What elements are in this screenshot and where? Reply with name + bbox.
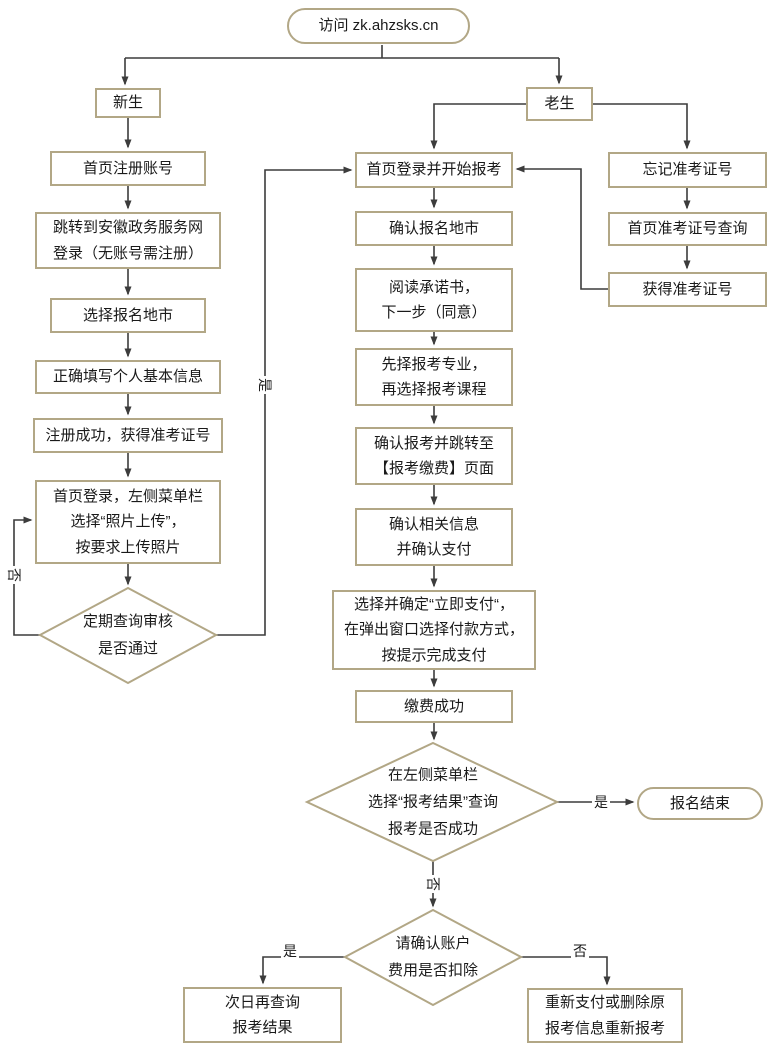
node-choose-major: 先择报考专业， 再选择报考课程 bbox=[355, 348, 513, 406]
edge-fee-yes-queryday bbox=[259, 956, 345, 985]
node-register-success: 注册成功，获得准考证号 bbox=[33, 418, 223, 453]
label-no-review: 否 bbox=[4, 566, 24, 584]
node-upload-photo: 首页登录，左侧菜单栏 选择“照片上传”， 按要求上传照片 bbox=[35, 480, 221, 564]
decision-review-text: 定期查询审核 是否通过 bbox=[82, 613, 173, 657]
decision-result-text: 在左侧菜单栏 选择“报考结果”查询 报考是否成功 bbox=[368, 766, 498, 838]
node-start-terminator: 访问 zk.ahzsks.cn bbox=[287, 8, 470, 44]
node-confirm-pay-page: 确认报考并跳转至 【报考缴费】页面 bbox=[355, 427, 513, 485]
label-yes-fee: 是 bbox=[281, 941, 299, 961]
node-get-ticket: 获得准考证号 bbox=[608, 272, 767, 307]
node-pay-now: 选择并确定“立即支付“， 在弹出窗口选择付款方式， 按提示完成支付 bbox=[332, 590, 536, 670]
label-no-result: 否 bbox=[423, 875, 443, 893]
node-confirm-city: 确认报名地市 bbox=[355, 211, 513, 246]
node-forgot-ticket: 忘记准考证号 bbox=[608, 152, 767, 188]
edge-oldstudent-forgot bbox=[593, 103, 691, 150]
edge-getticket-login bbox=[515, 165, 608, 290]
edge-oldstudent-login bbox=[430, 103, 526, 150]
node-gov-login: 跳转到安徽政务服务网 登录（无账号需注册） bbox=[35, 212, 221, 269]
node-ticket-query: 首页准考证号查询 bbox=[608, 212, 767, 246]
decision-review-shape bbox=[37, 586, 219, 685]
node-register-account: 首页注册账号 bbox=[50, 151, 206, 186]
node-select-city: 选择报名地市 bbox=[50, 298, 206, 333]
node-end-terminator: 报名结束 bbox=[637, 787, 763, 820]
node-repay: 重新支付或删除原 报考信息重新报考 bbox=[527, 988, 683, 1043]
label-no-fee: 否 bbox=[571, 941, 589, 961]
node-new-student: 新生 bbox=[95, 88, 161, 118]
node-read-commitment: 阅读承诺书， 下一步（同意） bbox=[355, 268, 513, 332]
node-query-next-day: 次日再查询 报考结果 bbox=[183, 987, 342, 1043]
node-confirm-info-pay: 确认相关信息 并确认支付 bbox=[355, 508, 513, 566]
decision-fee-text: 请确认账户 费用是否扣除 bbox=[387, 935, 478, 979]
edge-fee-no-repay bbox=[521, 956, 611, 986]
label-yes-result: 是 bbox=[592, 792, 610, 812]
decision-fee-shape bbox=[342, 908, 524, 1007]
label-yes-review: 是 bbox=[255, 376, 275, 394]
node-pay-success: 缴费成功 bbox=[355, 690, 513, 723]
node-login-apply: 首页登录并开始报考 bbox=[355, 152, 513, 188]
node-old-student: 老生 bbox=[526, 87, 593, 121]
edge-review-yes-to-login bbox=[216, 166, 353, 636]
node-fill-personal-info: 正确填写个人基本信息 bbox=[35, 360, 221, 394]
decision-result-shape bbox=[304, 741, 560, 863]
